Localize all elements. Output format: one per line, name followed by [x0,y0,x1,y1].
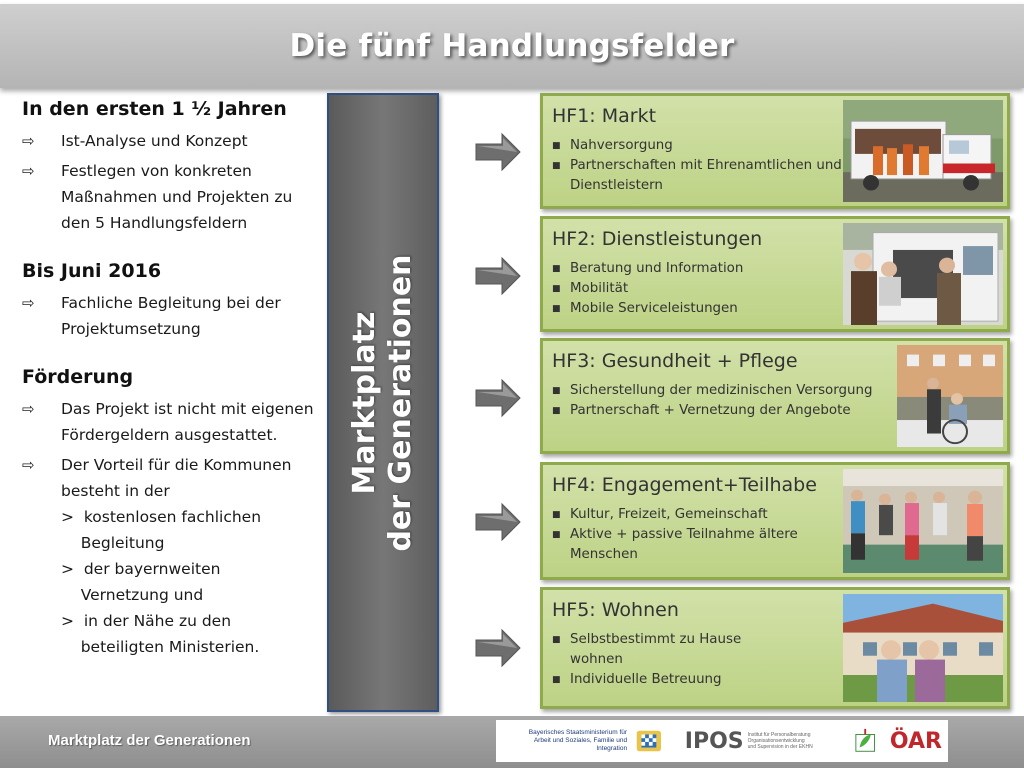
van-service-photo [843,223,1003,325]
hf2-panel: HF2: Dienstleistungen ■Beratung und Info… [540,216,1010,332]
hf4-panel: HF4: Engagement+Teilhabe ■Kultur, Freize… [540,462,1010,580]
gray-block-arrow-icon [475,378,521,418]
list-item: ■Kultur, Freizeit, Gemeinschaft [552,505,842,525]
section-title-first-years: In den ersten 1 ½ Jahren [22,98,287,120]
outline-arrow-icon: ⇨ [22,132,35,150]
list-item: ■Nahversorgung [552,136,842,156]
list-item: ■Mobilität [552,279,842,299]
hf3-title: HF3: Gesundheit + Pflege [552,350,798,372]
hf2-title: HF2: Dienstleistungen [552,228,763,250]
hf5-title: HF5: Wohnen [552,599,679,621]
page-title: Die fünf Handlungsfelder [289,28,735,64]
square-bullet-icon: ■ [552,510,561,520]
hf5-panel: HF5: Wohnen ■Selbstbestimmt zu Hause woh… [540,587,1010,709]
hf4-title: HF4: Engagement+Teilhabe [552,474,817,496]
list-item: ■Individuelle Betreuung [552,670,792,690]
square-bullet-icon: ■ [552,406,561,416]
outline-arrow-icon: ⇨ [22,456,35,474]
list-item: ■Selbstbestimmt zu Hause wohnen [552,630,792,670]
bullet-item: ⇨ Festlegen von konkreten Maßnahmen und … [22,158,317,236]
square-bullet-icon: ■ [552,530,561,540]
square-bullet-icon: ■ [552,161,561,171]
partner-logos: Bayerisches Staatsministerium für Arbeit… [496,720,948,762]
list-item: ■Aktive + passive Teilnahme ältere Mensc… [552,525,842,565]
wheelchair-walk-photo [897,345,1003,447]
hf1-title: HF1: Markt [552,105,657,127]
ipos-subtitle: Institut für Personalberatung Organisati… [747,731,813,751]
title-bar: Die fünf Handlungsfelder [0,4,1024,88]
outline-arrow-icon: ⇨ [22,294,35,312]
bullet-item: ⇨ Der Vorteil für die Kommunen besteht i… [22,452,317,660]
square-bullet-icon: ■ [552,386,561,396]
ipos-logo-text: IPOS [684,728,744,754]
footer-title: Marktplatz der Generationen [48,732,251,749]
gray-block-arrow-icon [475,132,521,172]
outline-arrow-icon: ⇨ [22,162,35,180]
square-bullet-icon: ■ [552,264,561,274]
seniors-house-photo [843,594,1003,702]
outline-arrow-icon: ⇨ [22,400,35,418]
square-bullet-icon: ■ [552,141,561,151]
hf1-panel: HF1: Markt ■Nahversorgung ■Partnerschaft… [540,93,1010,209]
left-column: In den ersten 1 ½ Jahren ⇨ Ist-Analyse u… [22,98,317,664]
footer: Marktplatz der Generationen Bayerisches … [0,716,1024,768]
list-item: ■Mobile Serviceleistungen [552,299,842,319]
bavarian-crest-icon [636,730,662,752]
leaf-logo-icon [854,728,875,752]
section-title-until-june: Bis Juni 2016 [22,260,162,282]
marktplatz-panel: Marktplatz der Generationen [327,93,439,712]
sub-item: > der bayernweiten Vernetzung und [61,560,221,604]
oear-logo-text: ÖAR [889,728,942,754]
section-title-funding: Förderung [22,366,134,388]
gray-block-arrow-icon [475,256,521,296]
bullet-item: ⇨ Fachliche Begleitung bei der Projektum… [22,290,317,342]
list-item: ■Partnerschaft + Vernetzung der Angebote [552,401,882,421]
gymnastics-group-photo [843,469,1003,573]
gray-block-arrow-icon [475,502,521,542]
list-item: ■Partnerschaften mit Ehrenamtlichen und … [552,156,842,196]
ministry-logo-text: Bayerisches Staatsministerium für Arbeit… [528,729,628,752]
square-bullet-icon: ■ [552,304,561,314]
sub-item: > in der Nähe zu den beteiligten Ministe… [61,612,260,656]
sub-item: > kostenlosen fachlichen Begleitung [61,508,262,552]
hf3-panel: HF3: Gesundheit + Pflege ■Sicherstellung… [540,338,1010,454]
market-truck-photo [843,100,1003,202]
gray-block-arrow-icon [475,628,521,668]
bullet-item: ⇨ Das Projekt ist nicht mit eigenen Förd… [22,396,317,448]
list-item: ■Sicherstellung der medizinischen Versor… [552,381,882,401]
square-bullet-icon: ■ [552,675,561,685]
list-item: ■Beratung und Information [552,259,842,279]
square-bullet-icon: ■ [552,284,561,294]
bullet-item: ⇨ Ist-Analyse und Konzept [22,128,317,154]
marktplatz-label: Marktplatz der Generationen [347,253,418,552]
square-bullet-icon: ■ [552,635,561,645]
